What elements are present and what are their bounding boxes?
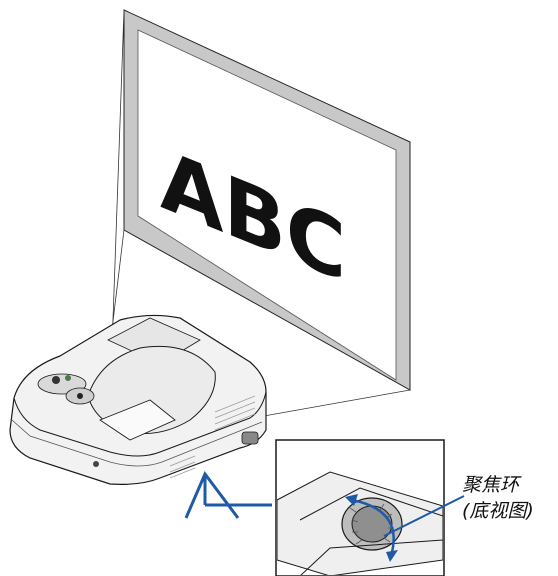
focus-ring-inset bbox=[275, 439, 445, 576]
focus-ring-label: 聚焦环 (底视图) bbox=[462, 472, 558, 524]
projection-screen: ABC bbox=[123, 9, 411, 391]
callout-leader bbox=[383, 495, 465, 537]
focus-ring-title: 聚焦环 bbox=[462, 474, 520, 496]
focus-ring-subtitle: (底视图) bbox=[462, 500, 534, 522]
projector bbox=[9, 314, 267, 485]
indicator-arrow bbox=[184, 471, 272, 519]
